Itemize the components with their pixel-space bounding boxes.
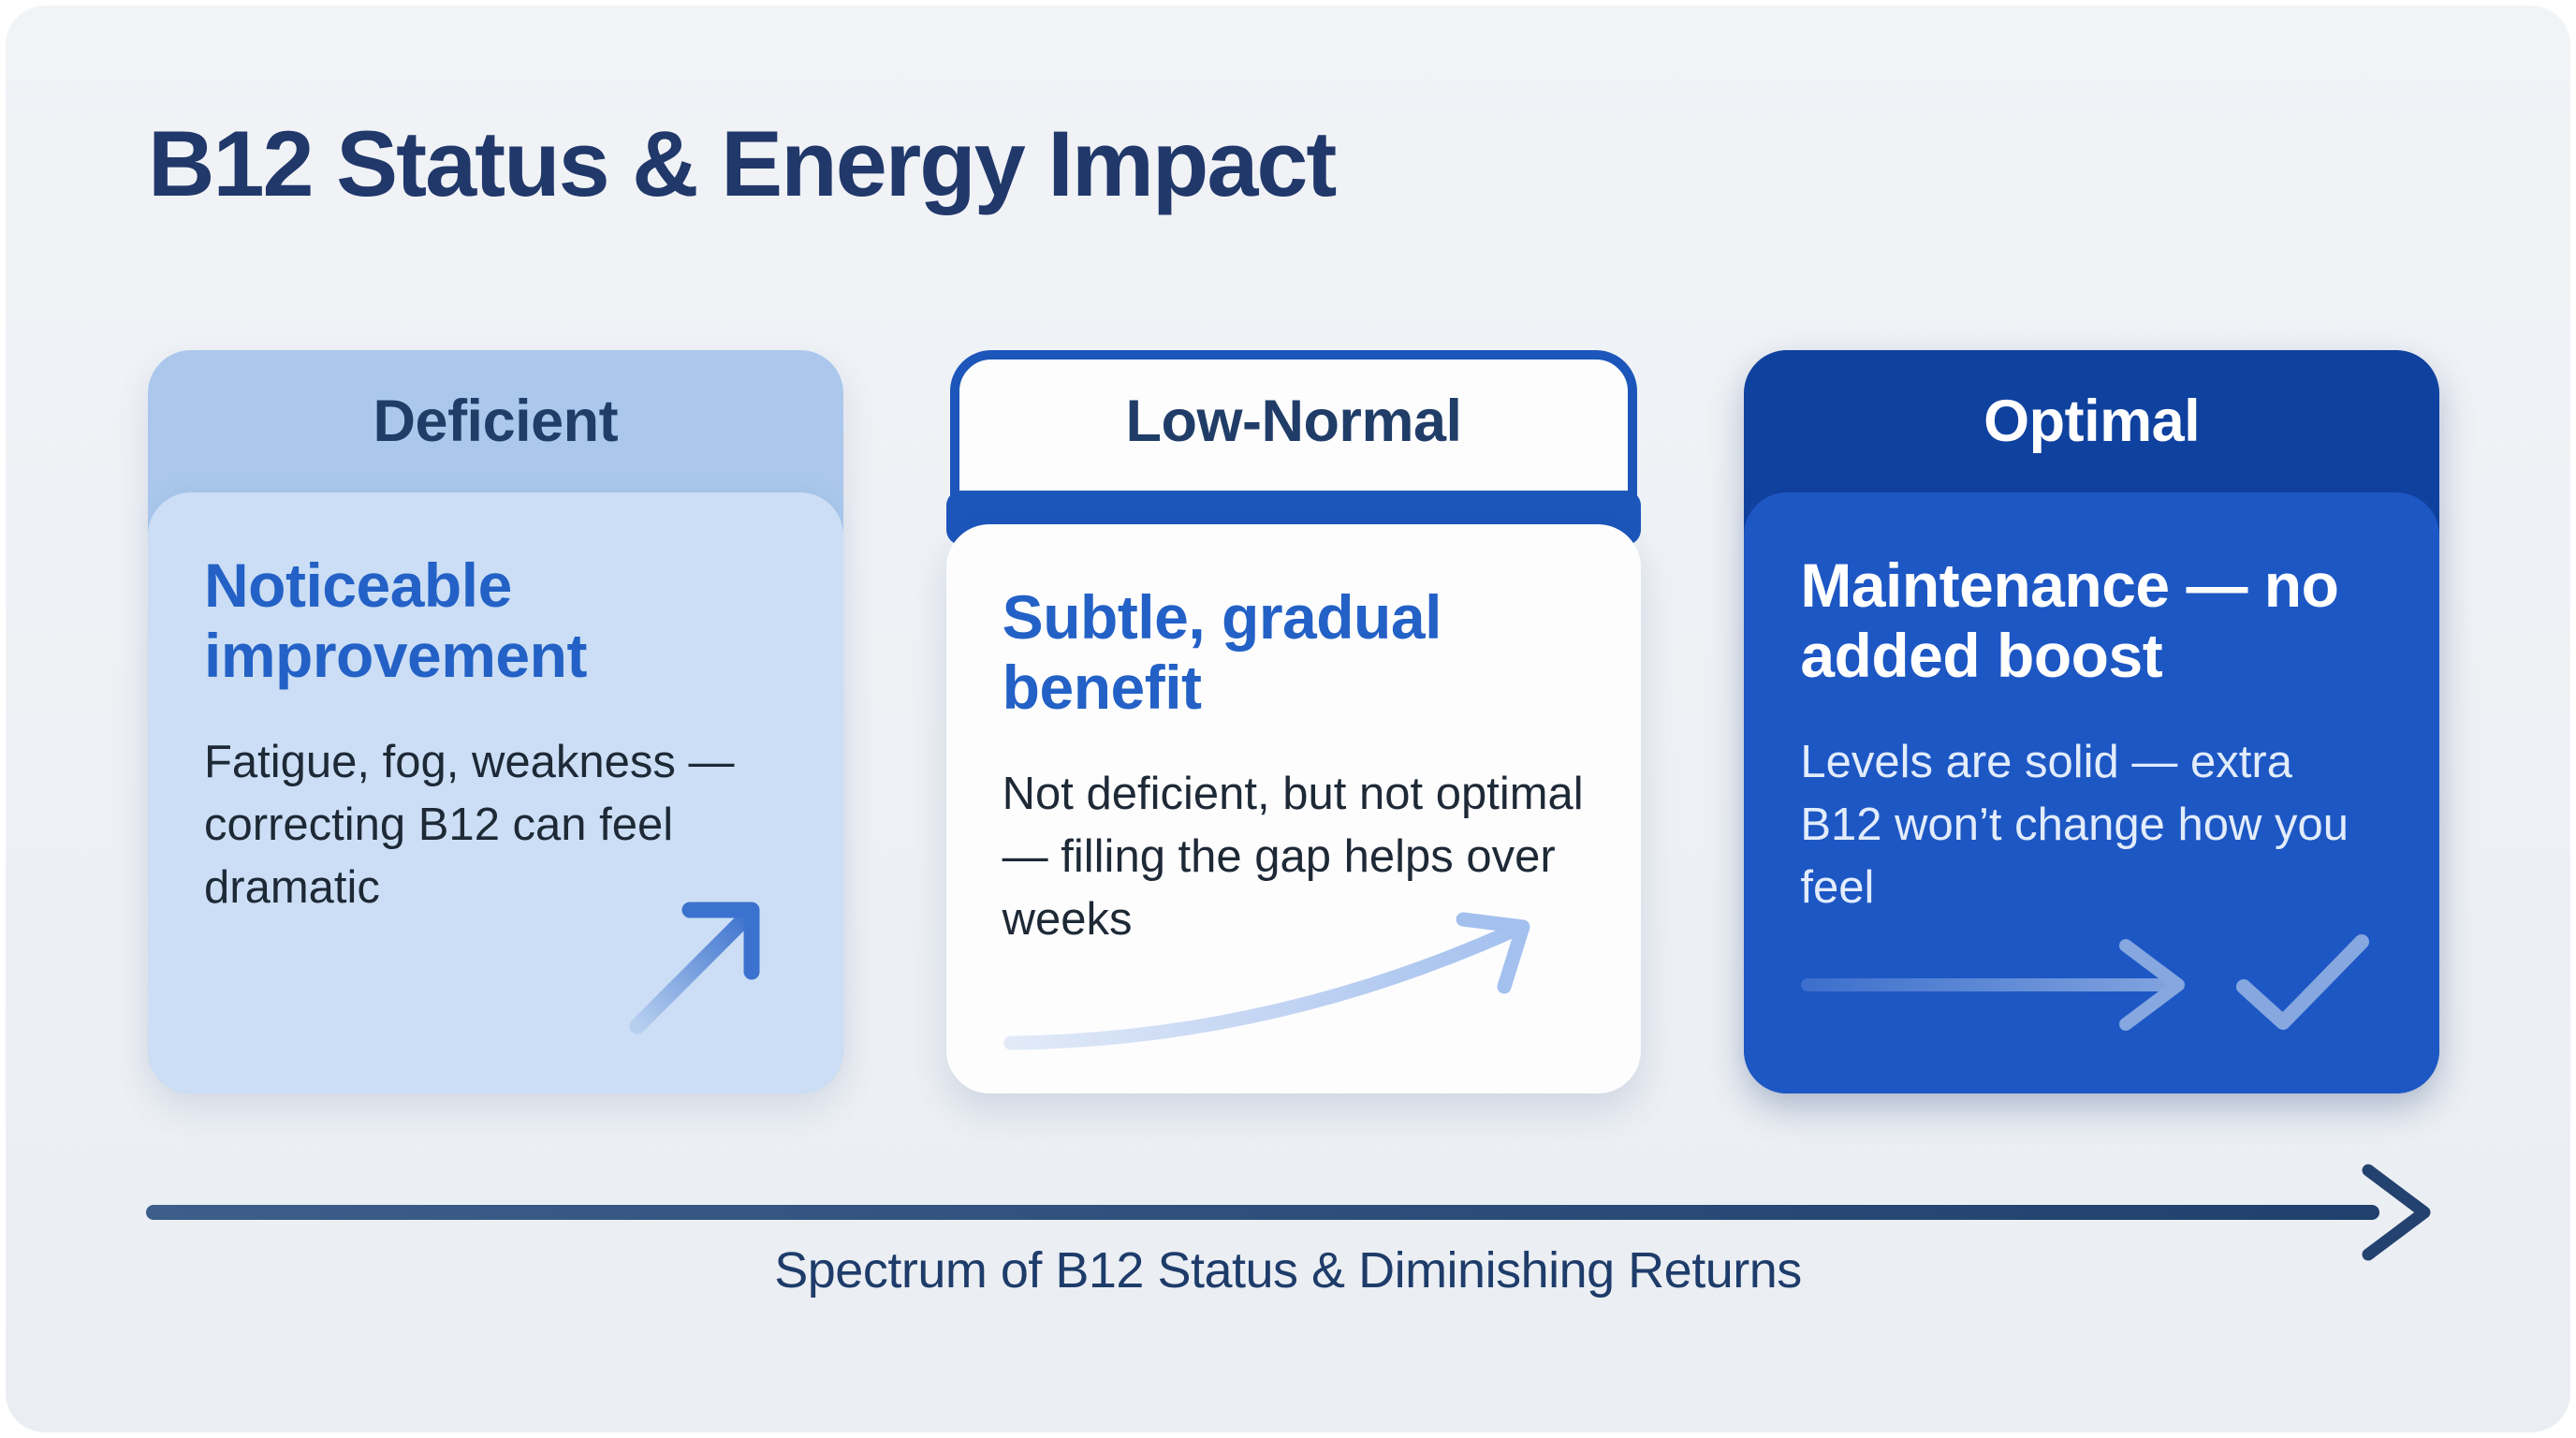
card-optimal-text: Levels are solid — extra B12 won’t chang… bbox=[1800, 737, 2349, 914]
card-low-normal-label: Low-Normal bbox=[1125, 389, 1463, 454]
card-deficient-label: Deficient bbox=[373, 389, 619, 454]
curved-growth-arrow-icon bbox=[1003, 912, 1530, 1050]
arrow-up-right-icon bbox=[629, 902, 760, 1034]
card-deficient-body: Noticeable improvement Fatigue, fog, wea… bbox=[148, 492, 843, 1093]
infographic-canvas: B12 Status & Energy Impact Deficient Not… bbox=[6, 6, 2570, 1432]
card-deficient: Deficient Noticeable improvement Fatigue… bbox=[148, 350, 843, 1093]
card-optimal-heading: Maintenance — no added boost bbox=[1800, 550, 2339, 690]
spectrum-arrow-icon bbox=[146, 1164, 2431, 1261]
card-low-normal-heading: Subtle, gradual benefit bbox=[1002, 582, 1442, 722]
card-deficient-heading: Noticeable improvement bbox=[204, 550, 587, 690]
arrow-right-check-icon bbox=[1801, 934, 2370, 1031]
cards-row: Deficient Noticeable improvement Fatigue… bbox=[148, 350, 2440, 1093]
card-low-normal-body: Subtle, gradual benefit Not deficient, b… bbox=[945, 524, 1642, 1093]
card-optimal: Optimal Maintenance — no added boost Lev… bbox=[1744, 350, 2440, 1093]
card-low-normal-text: Not deficient, but not optimal — filling… bbox=[1002, 769, 1584, 946]
card-low-normal: Low-Normal Subtle, gradual benefit Not d… bbox=[945, 350, 1642, 1093]
page-title: B12 Status & Energy Impact bbox=[148, 111, 1337, 215]
card-optimal-label: Optimal bbox=[1983, 389, 2201, 454]
card-optimal-body: Maintenance — no added boost Levels are … bbox=[1744, 492, 2440, 1093]
spectrum-caption: Spectrum of B12 Status & Diminishing Ret… bbox=[774, 1242, 1802, 1299]
card-deficient-text: Fatigue, fog, weakness — correcting B12 … bbox=[204, 737, 735, 914]
